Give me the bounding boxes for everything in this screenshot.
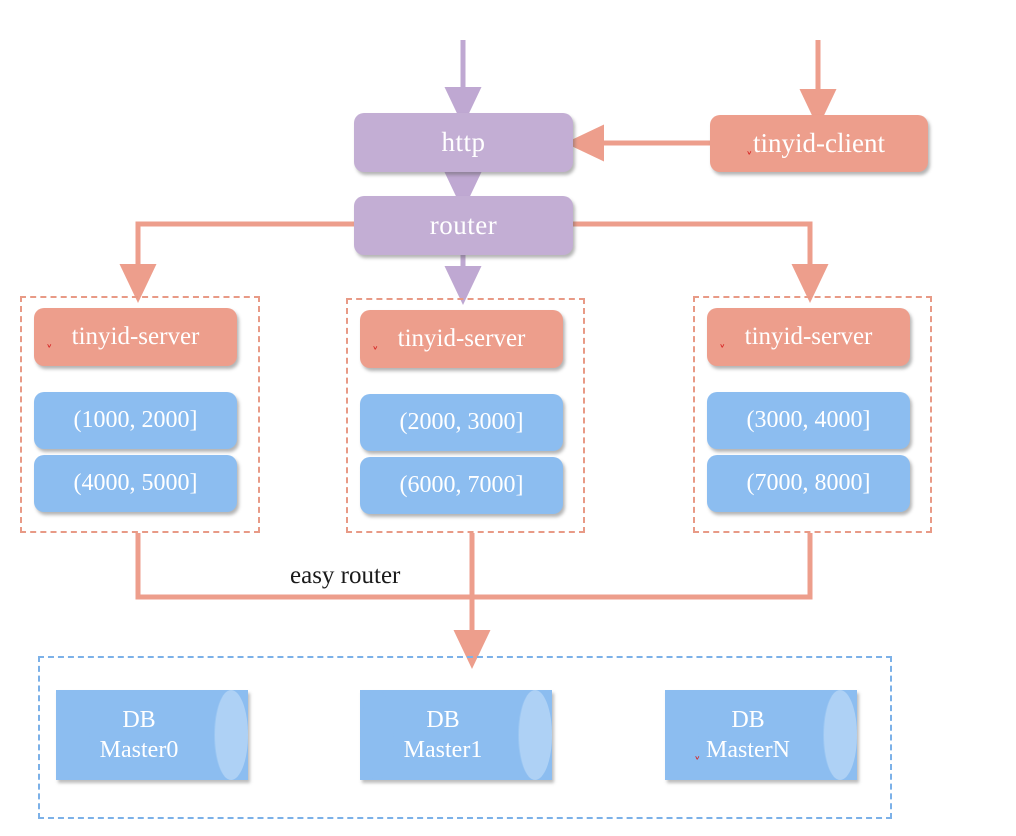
db-cylinder-master0-text: DB Master0 xyxy=(56,690,248,780)
server-group-3-range-2[interactable]: (7000, 8000] xyxy=(707,455,910,512)
db-cylinder-mastern[interactable]: DB MasterN xyxy=(665,690,857,780)
server-group-2-range-2-label: (6000, 7000] xyxy=(399,471,524,498)
node-http[interactable]: http xyxy=(354,113,573,172)
node-router-label: router xyxy=(429,210,498,241)
server-group-2-range-1-label: (2000, 3000] xyxy=(399,408,524,435)
node-tinyid-client[interactable]: tinyid-client xyxy=(710,115,928,172)
server-group-3-header[interactable]: tinyid-server xyxy=(707,308,910,366)
db-cylinder-mastern-text: DB MasterN xyxy=(665,690,857,780)
server-group-1-header[interactable]: tinyid-server xyxy=(34,308,237,366)
db-cylinder-master1-cap-left xyxy=(360,690,394,780)
db-cylinder-mastern-cap-right xyxy=(823,690,857,780)
db-cylinder-master0[interactable]: DB Master0 xyxy=(56,690,248,780)
server-group-1-range-1-label: (1000, 2000] xyxy=(73,406,198,433)
db-cylinder-master1-line1: DB xyxy=(426,707,460,733)
db-cylinder-mastern-line2: MasterN xyxy=(706,737,790,763)
server-group-3-header-label: tinyid-server xyxy=(744,322,873,350)
db-cylinder-master1-cap-right xyxy=(518,690,552,780)
node-tinyid-client-label: tinyid-client xyxy=(753,128,885,159)
node-http-label: http xyxy=(441,127,486,158)
server-group-1-range-1[interactable]: (1000, 2000] xyxy=(34,392,237,449)
server-group-3-range-2-label: (7000, 8000] xyxy=(746,469,871,496)
server-group-2-range-1[interactable]: (2000, 3000] xyxy=(360,394,563,451)
db-cylinder-master0-cap-left xyxy=(56,690,90,780)
db-cylinder-master0-line2: Master0 xyxy=(99,737,179,763)
server-group-2-header[interactable]: tinyid-server xyxy=(360,310,563,368)
easy-router-label: easy router xyxy=(283,562,408,590)
wire-router-to-group-1 xyxy=(119,221,354,304)
node-router[interactable]: router xyxy=(354,196,573,255)
server-group-1-range-2-label: (4000, 5000] xyxy=(73,469,198,496)
server-group-1-range-2[interactable]: (4000, 5000] xyxy=(34,455,237,512)
server-group-2-header-label: tinyid-server xyxy=(397,324,526,352)
db-cylinder-mastern-cap-left xyxy=(665,690,699,780)
db-cylinder-master0-line1: DB xyxy=(122,707,156,733)
server-group-1-header-label: tinyid-server xyxy=(71,322,200,350)
server-group-3-range-1-label: (3000, 4000] xyxy=(746,406,871,433)
db-cylinder-master1-line2: Master1 xyxy=(403,737,483,763)
db-cylinder-master1-text: DB Master1 xyxy=(360,690,552,780)
db-cylinder-master0-cap-right xyxy=(214,690,248,780)
db-cylinder-mastern-line1: DB xyxy=(731,707,765,733)
server-group-2-range-2[interactable]: (6000, 7000] xyxy=(360,457,563,514)
server-group-3-range-1[interactable]: (3000, 4000] xyxy=(707,392,910,449)
db-cylinder-master1[interactable]: DB Master1 xyxy=(360,690,552,780)
wire-router-to-group-3 xyxy=(573,221,829,304)
